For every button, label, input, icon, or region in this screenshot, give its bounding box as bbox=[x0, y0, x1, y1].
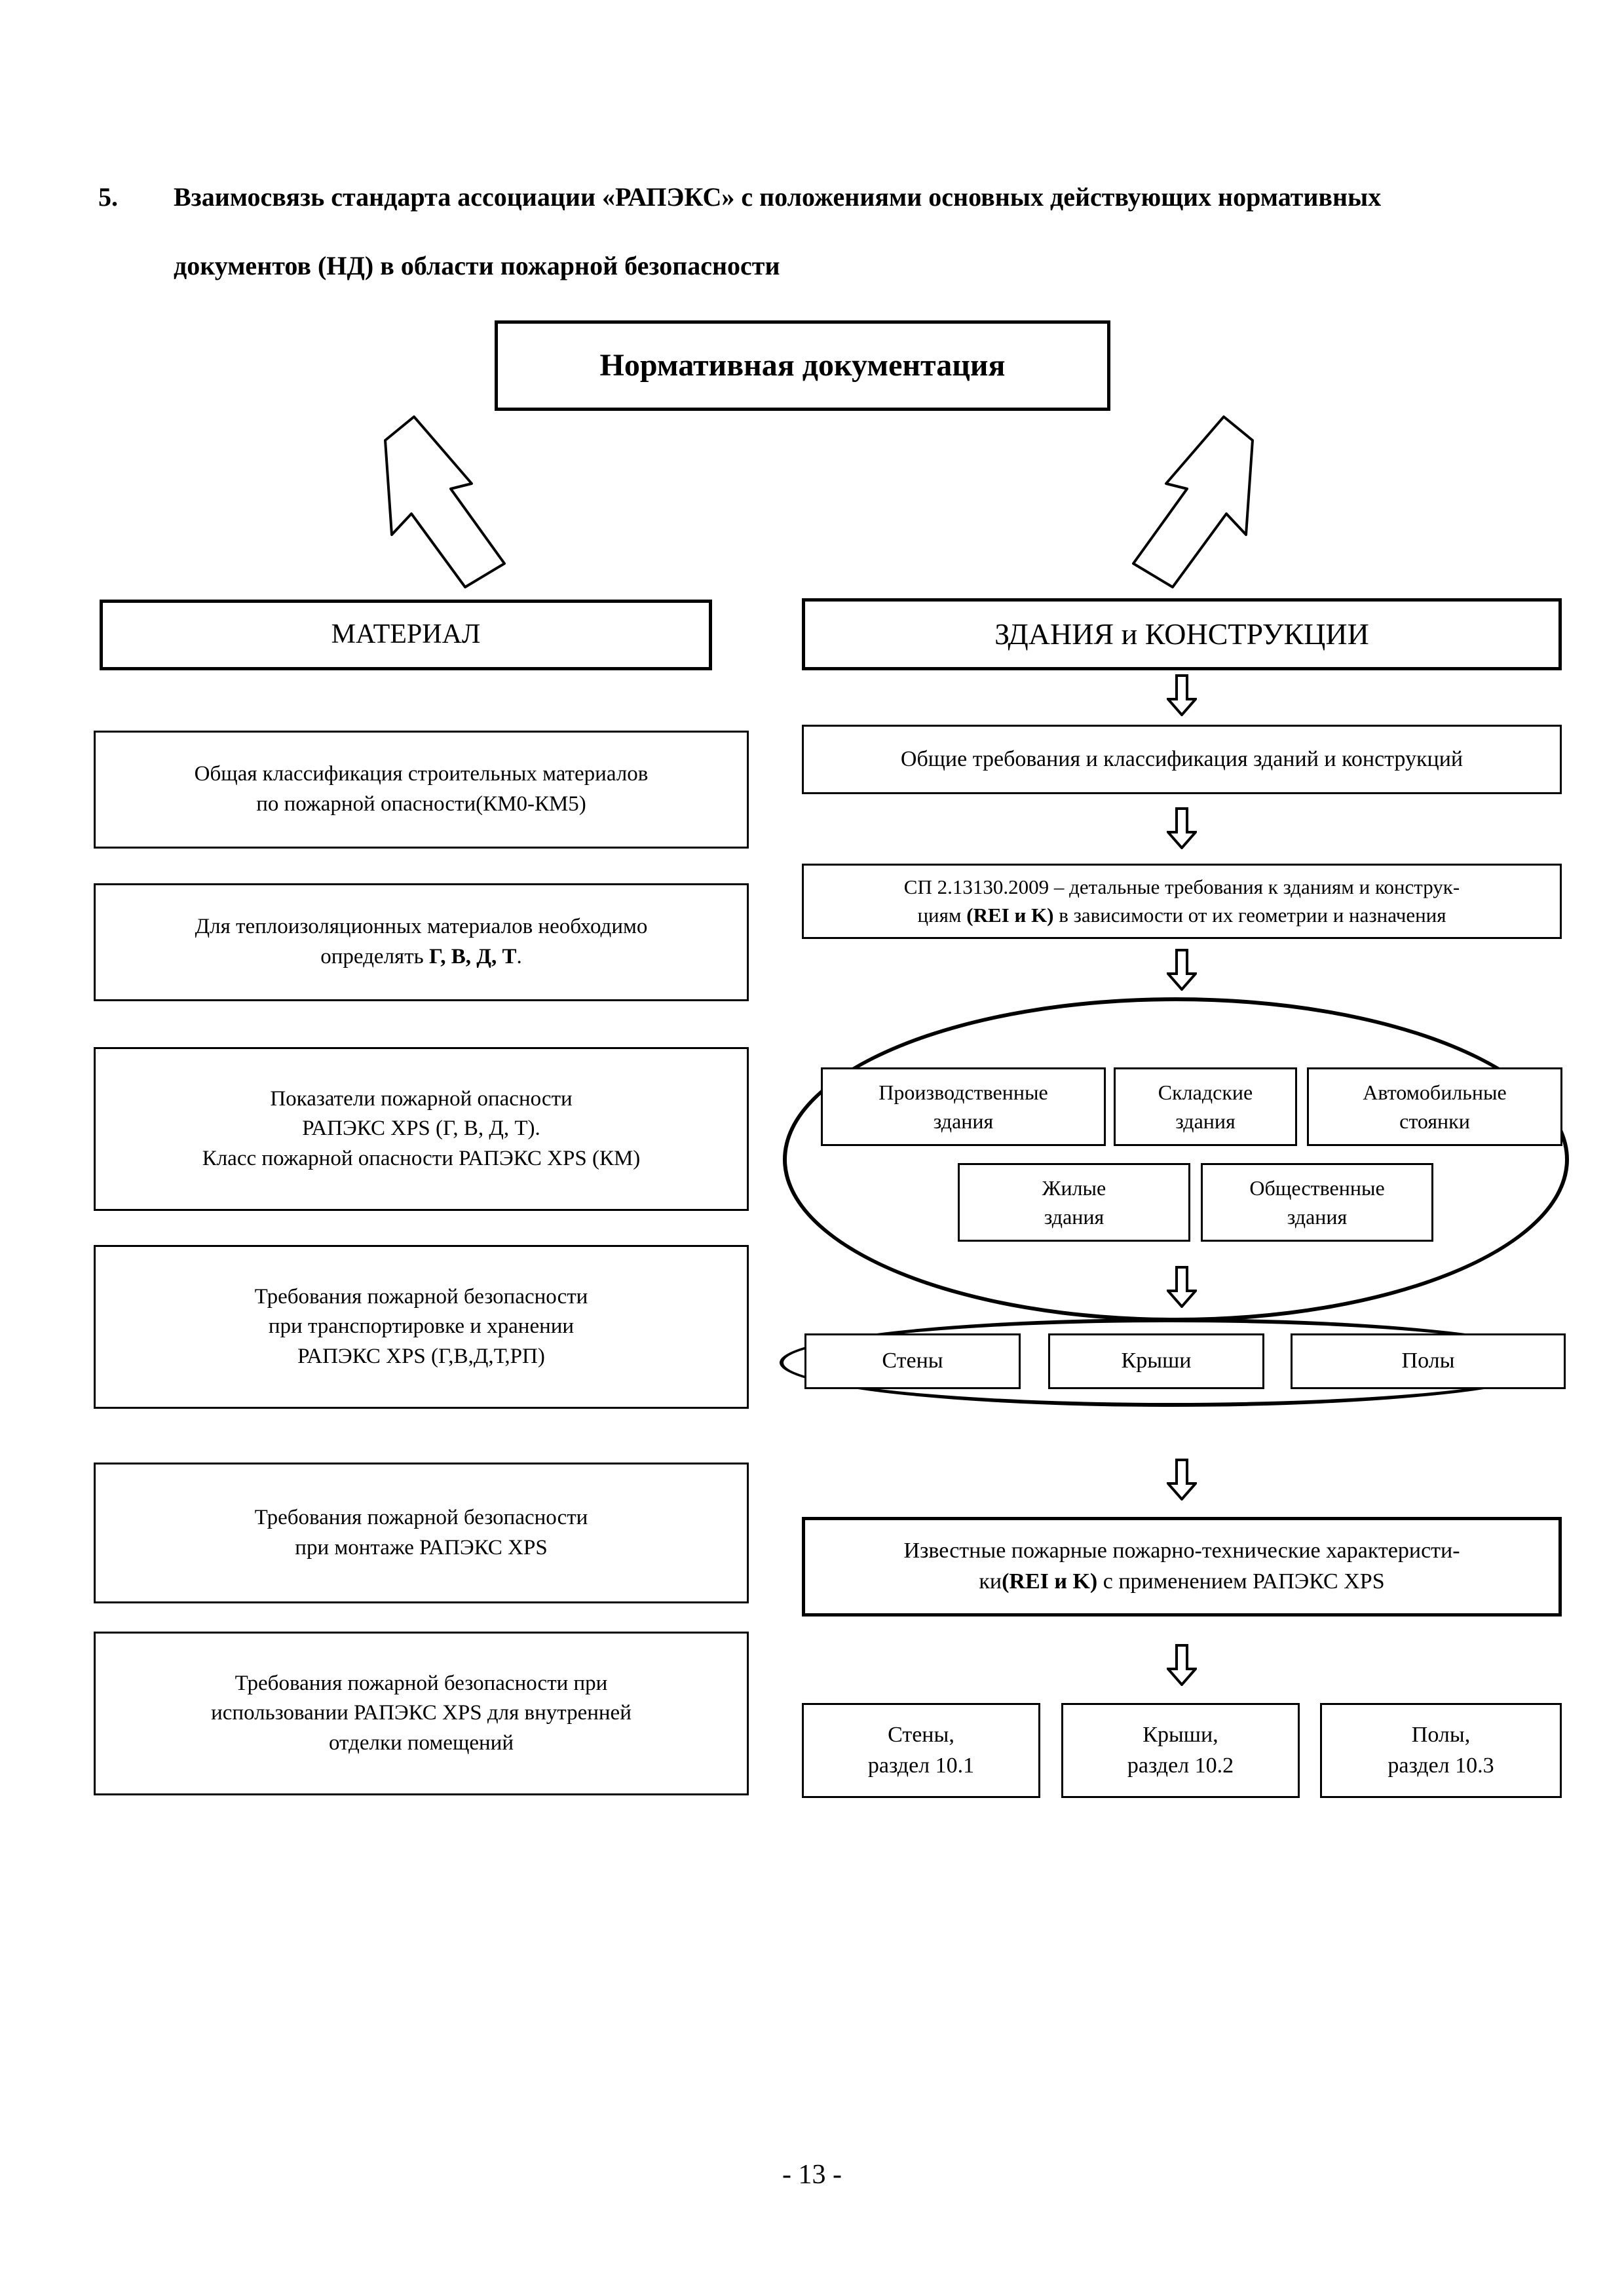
building-type-2-line-1: Складские bbox=[1158, 1080, 1253, 1104]
arrow-down-right-icon bbox=[1022, 411, 1297, 602]
left-box-2-line-2-bold: Г, В, Д, Т bbox=[428, 945, 517, 968]
left-box-4-line-3: РАПЭКС XPS (Г,В,Д,Т,РП) bbox=[297, 1344, 545, 1368]
left-box-2-line-2-plain: определять bbox=[320, 945, 429, 968]
left-box-2-line-1: Для теплоизоляционных материалов необход… bbox=[195, 915, 648, 939]
known-characteristics-line-2-post: с применением РАПЭКС XPS bbox=[1097, 1569, 1385, 1594]
buildings-label: ЗДАНИЯ и КОНСТРУКЦИИ bbox=[994, 617, 1369, 651]
arrow-down-icon-5 bbox=[1167, 1459, 1197, 1501]
section-3-line-2: раздел 10.3 bbox=[1388, 1753, 1494, 1778]
building-type-3-line-2: стоянки bbox=[1399, 1109, 1470, 1133]
section-box-floors: Полы, раздел 10.3 bbox=[1320, 1703, 1562, 1798]
left-box-6-line-1: Требования пожарной безопасности при bbox=[235, 1671, 608, 1695]
left-box-2-line-2: определять Г, В, Д, Т. bbox=[195, 942, 648, 972]
left-box-5-line-1: Требования пожарной безопасности bbox=[254, 1505, 588, 1529]
section-number: 5. bbox=[98, 182, 118, 212]
column-header-material: МАТЕРИАЛ bbox=[100, 600, 712, 670]
left-box-1-line-1: Общая классификация строительных материа… bbox=[194, 762, 649, 786]
right-box-sp-2-13130: СП 2.13130.2009 – детальные требования к… bbox=[802, 864, 1562, 939]
sp-rule-line-2-bold: (REI и K) bbox=[966, 903, 1054, 927]
left-box-3-line-3: Класс пожарной опасности РАПЭКС XPS (КМ) bbox=[202, 1146, 641, 1170]
building-type-car-parking: Автомобильные стоянки bbox=[1307, 1067, 1562, 1146]
left-box-1-line-2: по пожарной опасности(КМ0-КМ5) bbox=[256, 792, 586, 816]
arrow-down-left-icon bbox=[341, 411, 616, 602]
page-number: - 13 - bbox=[782, 2160, 842, 2190]
arrow-down-icon-1 bbox=[1167, 674, 1197, 716]
building-type-5-line-1: Общественные bbox=[1249, 1176, 1385, 1200]
left-box-6-line-2: использовании РАПЭКС XPS для внутренней bbox=[211, 1701, 632, 1725]
structure-floors-label: Полы bbox=[1401, 1349, 1455, 1373]
known-characteristics-line-2-pre: ки bbox=[979, 1569, 1002, 1594]
left-box-4-line-2: при транспортировке и хранении bbox=[268, 1314, 575, 1339]
sp-rule-line-1: СП 2.13130.2009 – детальные требования к… bbox=[903, 875, 1460, 898]
left-box-5-line-2: при монтаже РАПЭКС XPS bbox=[295, 1535, 548, 1559]
building-type-public: Общественные здания bbox=[1201, 1163, 1433, 1242]
arrow-down-icon-6 bbox=[1167, 1644, 1197, 1686]
section-1-line-2: раздел 10.1 bbox=[867, 1753, 975, 1778]
left-box-interior-finishing: Требования пожарной безопасности при исп… bbox=[94, 1632, 749, 1795]
left-box-transport-storage: Требования пожарной безопасности при тра… bbox=[94, 1245, 749, 1409]
general-requirements-label: Общие требования и классификация зданий … bbox=[900, 746, 1463, 771]
column-header-buildings: ЗДАНИЯ и КОНСТРУКЦИИ bbox=[802, 598, 1562, 670]
building-type-residential: Жилые здания bbox=[958, 1163, 1190, 1242]
section-2-line-1: Крыши, bbox=[1142, 1722, 1218, 1747]
sp-rule-line-2: циям (REI и K) в зависимости от их геоме… bbox=[904, 902, 1460, 930]
building-type-5-line-2: здания bbox=[1287, 1205, 1348, 1229]
building-type-1-line-2: здания bbox=[933, 1109, 994, 1133]
structure-roofs: Крыши bbox=[1048, 1333, 1264, 1389]
section-heading: 5. Взаимосвязь стандарта ассоциации «РАП… bbox=[98, 163, 1520, 300]
arrow-down-icon-2 bbox=[1167, 807, 1197, 849]
left-box-fire-hazard-indicators: Показатели пожарной опасности РАПЭКС XPS… bbox=[94, 1047, 749, 1211]
right-box-known-characteristics: Известные пожарные пожарно-технические х… bbox=[802, 1517, 1562, 1617]
known-characteristics-line-1: Известные пожарные пожарно-технические х… bbox=[903, 1539, 1460, 1563]
building-type-industrial: Производственные здания bbox=[821, 1067, 1106, 1146]
section-1-line-1: Стены, bbox=[888, 1722, 954, 1747]
known-characteristics-line-2: ки(REI и K) с применением РАПЭКС XPS bbox=[903, 1567, 1460, 1598]
section-2-line-2: раздел 10.2 bbox=[1127, 1753, 1234, 1778]
right-box-general-requirements: Общие требования и классификация зданий … bbox=[802, 725, 1562, 794]
building-type-4-line-1: Жилые bbox=[1042, 1176, 1106, 1200]
left-box-general-classification: Общая классификация строительных материа… bbox=[94, 731, 749, 849]
section-box-walls: Стены, раздел 10.1 bbox=[802, 1703, 1040, 1798]
known-characteristics-line-2-bold: (REI и K) bbox=[1002, 1569, 1098, 1594]
normative-documentation-label: Нормативная документация bbox=[599, 347, 1006, 383]
building-type-4-line-2: здания bbox=[1044, 1205, 1105, 1229]
structure-floors: Полы bbox=[1291, 1333, 1566, 1389]
sp-rule-line-2-pre: циям bbox=[917, 903, 967, 927]
structure-roofs-label: Крыши bbox=[1121, 1349, 1192, 1373]
left-box-2-line-2-tail: . bbox=[516, 945, 522, 968]
left-box-installation: Требования пожарной безопасности при мон… bbox=[94, 1463, 749, 1603]
left-box-3-line-2: РАПЭКС XPS (Г, В, Д, Т). bbox=[302, 1117, 540, 1141]
building-type-1-line-1: Производственные bbox=[878, 1080, 1048, 1104]
left-box-4-line-1: Требования пожарной безопасности bbox=[254, 1284, 588, 1309]
normative-documentation-box: Нормативная документация bbox=[495, 320, 1110, 411]
left-box-thermal-insulation: Для теплоизоляционных материалов необход… bbox=[94, 883, 749, 1001]
section-heading-text: Взаимосвязь стандарта ассоциации «РАПЭКС… bbox=[174, 182, 1382, 280]
sp-rule-line-2-post: в зависимости от их геометрии и назначен… bbox=[1053, 903, 1446, 927]
building-type-warehouse: Складские здания bbox=[1114, 1067, 1297, 1146]
building-type-3-line-1: Автомобильные bbox=[1363, 1080, 1507, 1104]
structure-walls: Стены bbox=[804, 1333, 1021, 1389]
structure-walls-label: Стены bbox=[882, 1349, 943, 1373]
arrow-down-icon-3 bbox=[1167, 949, 1197, 991]
building-type-2-line-2: здания bbox=[1175, 1109, 1236, 1133]
left-box-3-line-1: Показатели пожарной опасности bbox=[270, 1086, 573, 1111]
section-3-line-1: Полы, bbox=[1411, 1722, 1471, 1747]
material-label: МАТЕРИАЛ bbox=[331, 619, 481, 650]
arrow-down-icon-4 bbox=[1167, 1266, 1197, 1308]
left-box-6-line-3: отделки помещений bbox=[328, 1731, 514, 1755]
section-box-roofs: Крыши, раздел 10.2 bbox=[1061, 1703, 1300, 1798]
